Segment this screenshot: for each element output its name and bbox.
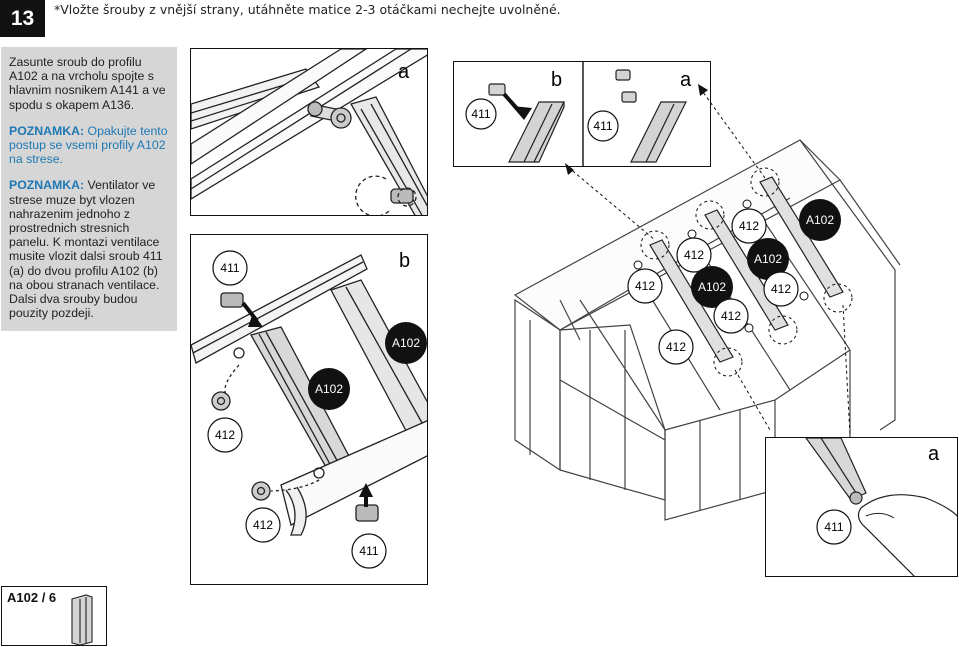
label-412-upper: 412 <box>215 428 235 442</box>
label-a-insert: a <box>680 69 692 91</box>
parts-box: A102 / 6 <box>1 586 107 646</box>
note-2-text: Ventilator ve strese muze byt vlozen nah… <box>9 178 163 321</box>
label-b-profile: b <box>399 250 410 272</box>
label-a102-gh-3: A102 <box>698 280 726 294</box>
label-a-ridge: a <box>398 61 410 83</box>
label-a102-center: A102 <box>315 382 343 396</box>
profile-detail-panel: 411 A102 A102 412 412 411 b <box>190 234 428 585</box>
label-412-gh-5: 412 <box>721 309 741 323</box>
label-411-upper: 411 <box>220 261 239 275</box>
note-1-text: Opakujte tento postup se vsemi profily A… <box>9 123 168 167</box>
top-note: *Vložte šrouby z vnější strany, utáhněte… <box>54 2 561 17</box>
label-412-lower: 412 <box>253 518 273 532</box>
label-a102-gh-2: A102 <box>754 252 782 266</box>
label-412-gh-4: 412 <box>771 282 791 296</box>
bolt-insert-panel: 411 411 b a <box>453 61 711 167</box>
step-number-badge: 13 <box>0 0 45 37</box>
bolt-insert-drawing: 411 411 b a <box>465 62 692 166</box>
profile-part-icon <box>71 594 93 646</box>
label-b-insert: b <box>551 69 562 91</box>
note-2-label: POZNAMKA: <box>9 178 85 193</box>
note-1-label: POZNAMKA: <box>9 123 85 138</box>
label-a-hand: a <box>928 443 940 465</box>
label-411-insert-left: 411 <box>471 107 490 121</box>
instruction-main: Zasunte sroub do profilu A102 a na vrcho… <box>9 55 166 112</box>
label-a102-right: A102 <box>392 336 420 350</box>
label-411-insert-right: 411 <box>593 119 612 133</box>
note-1: POZNAMKA: Opakujte tento postup se vsemi… <box>9 124 171 167</box>
label-411-lower: 411 <box>359 544 378 558</box>
instruction-box: Zasunte sroub do profilu A102 a na vrcho… <box>1 47 177 331</box>
profile-detail-drawing: 411 A102 A102 412 412 411 b <box>191 250 427 569</box>
label-411-hand: 411 <box>824 520 843 534</box>
note-2: POZNAMKA: Ventilator ve strese muze byt … <box>9 178 171 320</box>
step-number: 13 <box>10 6 35 30</box>
parts-label: A102 / 6 <box>7 590 57 605</box>
label-412-gh-2: 412 <box>684 248 704 262</box>
label-412-gh-1: 412 <box>635 279 655 293</box>
ridge-detail-panel: a <box>190 48 428 216</box>
hand-detail-drawing: 411 a <box>805 438 957 576</box>
ridge-detail-drawing: a <box>191 49 427 215</box>
label-412-gh-6: 412 <box>666 340 686 354</box>
label-412-gh-3: 412 <box>739 219 759 233</box>
label-a102-gh-1: A102 <box>806 213 834 227</box>
hand-detail-panel: 411 a <box>765 437 958 577</box>
